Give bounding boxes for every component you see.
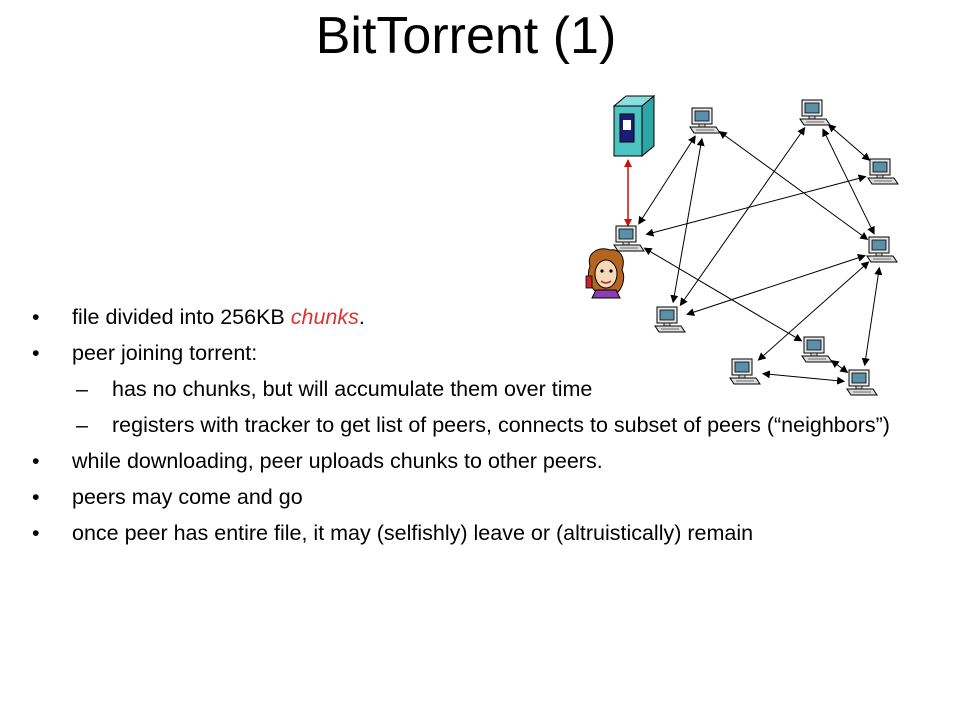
peer-link-arrow <box>718 131 869 240</box>
bullet-marker: • <box>32 485 40 509</box>
bullet-marker: • <box>32 305 40 329</box>
dash-marker: – <box>76 413 88 437</box>
bullet-marker: • <box>32 449 40 473</box>
bullet-chunks: • file divided into 256KB chunks. <box>32 305 365 329</box>
computer-icon <box>867 158 899 185</box>
bullet-marker: • <box>32 521 40 545</box>
sub-bullet-no-chunks: – has no chunks, but will accumulate the… <box>76 377 593 401</box>
chunks-emphasis: chunks <box>290 305 359 329</box>
tracker-server-icon <box>612 94 656 158</box>
computer-icon <box>799 99 831 126</box>
bullet-come-and-go: • peers may come and go <box>32 485 303 509</box>
bullet-downloading: • while downloading, peer uploads chunks… <box>32 449 603 473</box>
computer-icon <box>689 107 721 134</box>
computer-icon <box>866 236 898 263</box>
bullet-list: • file divided into 256KB chunks. • peer… <box>30 305 930 557</box>
dash-marker: – <box>76 377 88 401</box>
peer-links <box>624 124 883 385</box>
peer-link-arrow <box>861 266 883 367</box>
bullet-peer-joining: • peer joining torrent: <box>32 341 258 365</box>
sub-bullet-registers: – registers with tracker to get list of … <box>76 413 890 437</box>
computer-icon <box>613 225 645 252</box>
person-face-icon <box>585 248 625 299</box>
peer-link-arrow <box>645 174 867 237</box>
slide-title: BitTorrent (1) <box>315 7 617 65</box>
peer-link-arrow <box>827 124 871 161</box>
peer-link-arrow <box>757 261 870 361</box>
bullet-marker: • <box>32 341 40 365</box>
peer-link-arrow <box>761 370 846 385</box>
bullet-entire-file: • once peer has entire file, it may (sel… <box>32 521 754 545</box>
